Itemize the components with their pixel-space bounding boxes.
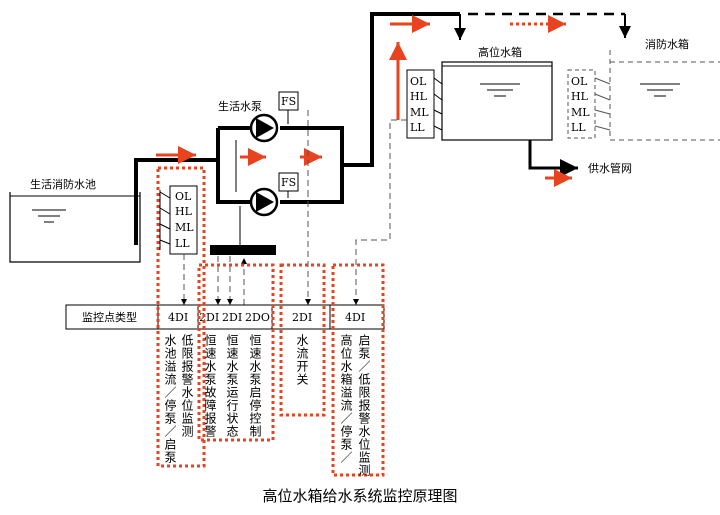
high-tank-level-box: OL HL ML LL	[406, 69, 443, 139]
desc-pump-run: 恒速水泵运行状态	[225, 334, 239, 438]
type-ctrl: 2DO	[245, 311, 270, 324]
desc-flow-switch: 水流开关	[295, 334, 309, 386]
ht-level-hl: HL	[410, 90, 428, 103]
ft-level-ol: OL	[571, 75, 588, 88]
type-pool: 4DI	[168, 311, 188, 324]
desc-hightank-overflow: 高位水箱溢流／停泵／	[339, 334, 353, 464]
pump-label: 生活水泵	[218, 99, 262, 113]
diagram-caption: 高位水箱给水系统监控原理图	[262, 487, 458, 505]
flow-switch-1: FS	[278, 91, 299, 124]
type-run: 2DI	[222, 311, 242, 324]
pump-manifold	[216, 126, 344, 204]
highlight-boxes	[156, 166, 385, 477]
ft-level-ml: ML	[571, 106, 590, 119]
desc-pump-ctrl: 恒速水泵启停控制	[248, 334, 262, 438]
pool-label: 生活消防水池	[30, 177, 96, 191]
type-hightank: 4DI	[345, 311, 365, 324]
monitor-table: 监控点类型 4DI 2DI 2DI 2DO 2DI 4DI	[65, 304, 385, 330]
desc-pool-low: 低限报警水位监测	[180, 334, 194, 438]
fs-1-label: FS	[281, 95, 296, 108]
signal-lines	[181, 110, 407, 305]
ft-level-ll: LL	[571, 121, 586, 134]
fire-tank	[609, 50, 720, 141]
table-header: 监控点类型	[82, 310, 137, 324]
desc-pump-fault: 恒速水泵故障报警	[203, 334, 217, 438]
type-fault: 2DI	[199, 311, 219, 324]
ft-level-hl: HL	[571, 90, 589, 103]
pool-level-hl: HL	[175, 205, 193, 218]
ht-level-ml: ML	[410, 106, 429, 119]
desc-hightank-low: 启泵／低限报警水位监测	[357, 334, 371, 477]
pool-tank	[9, 192, 141, 263]
fire-tank-label: 消防水箱	[645, 37, 689, 51]
pool-level-ol: OL	[175, 190, 192, 203]
fire-tank-level-box: OL HL ML LL	[567, 69, 611, 139]
desc-pool-overflow: 水池溢流／停泵／启泵	[163, 334, 177, 464]
pump-1	[249, 113, 279, 143]
type-flow: 2DI	[292, 311, 312, 324]
fs-2-label: FS	[281, 176, 296, 189]
pump-2	[249, 187, 279, 217]
supply-label: 供水管网	[588, 161, 632, 175]
pool-level-ll: LL	[175, 237, 190, 250]
pool-level-box: OL HL ML LL	[159, 185, 198, 255]
flow-arrows	[156, 15, 572, 187]
high-tank-label: 高位水箱	[478, 45, 522, 59]
flow-switch-2: FS	[278, 172, 299, 198]
ht-level-ol: OL	[410, 75, 427, 88]
control-panel	[210, 245, 276, 255]
high-tank	[441, 61, 553, 141]
ht-level-ll: LL	[410, 121, 425, 134]
pool-level-ml: ML	[175, 221, 194, 234]
